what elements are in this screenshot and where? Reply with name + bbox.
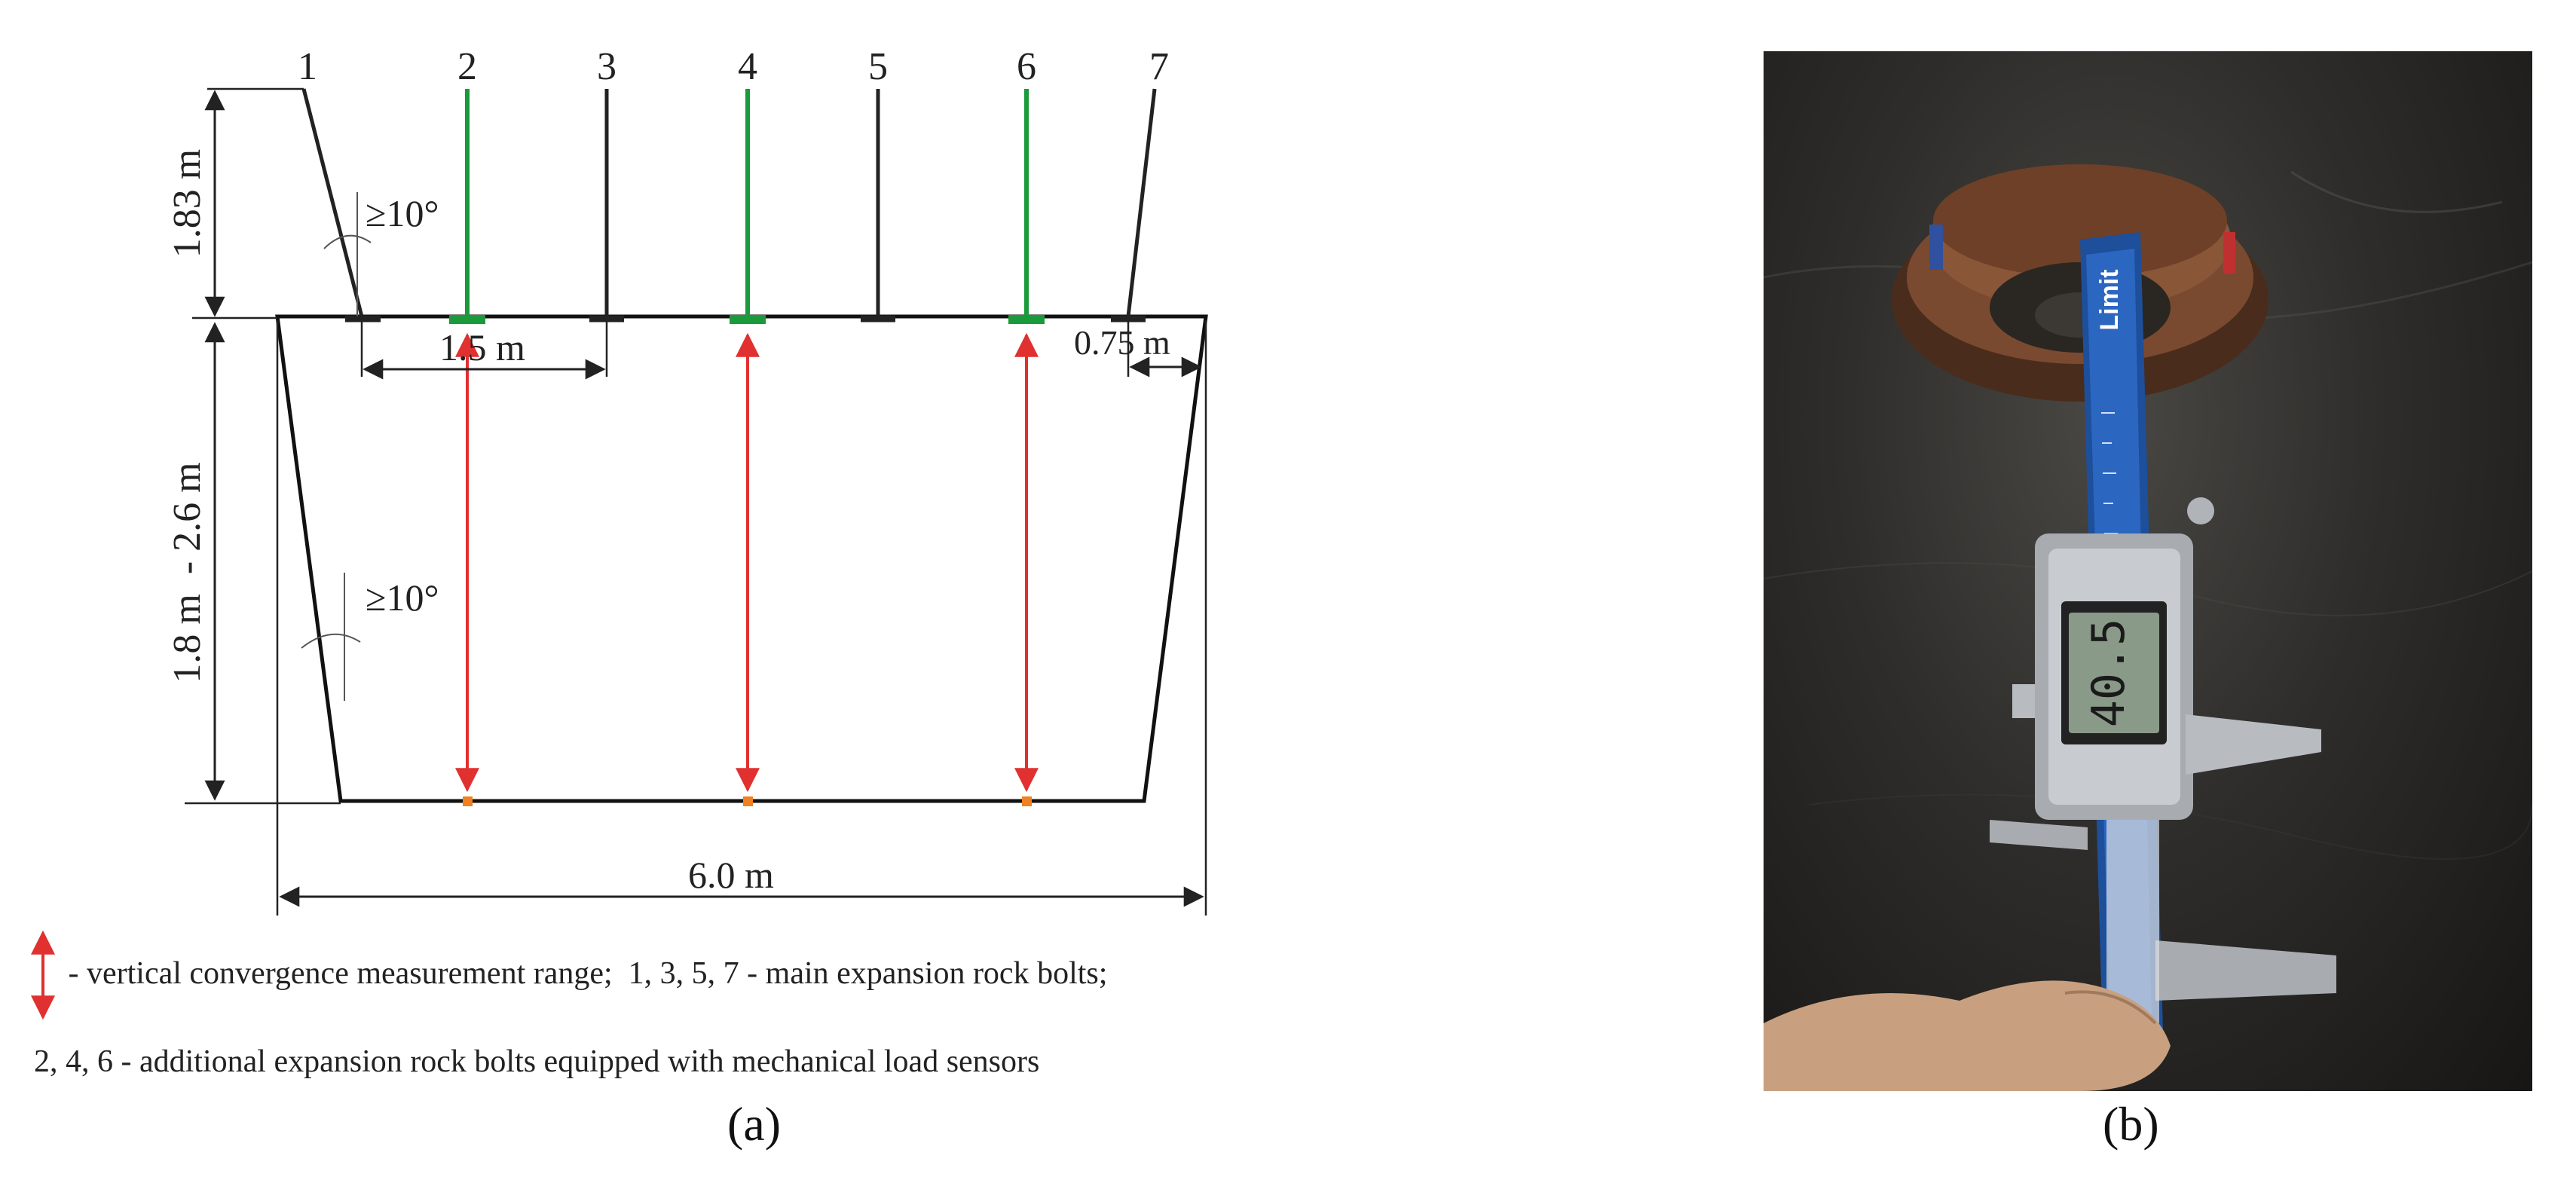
bolt-length-dimension: [192, 87, 304, 319]
legend-line-2: 2, 4, 6 - additional expansion rock bolt…: [34, 1044, 1040, 1079]
bolt-label-4: 4: [738, 45, 757, 88]
legend-line-1: - vertical convergence measurement range…: [60, 956, 1108, 991]
sensor-bolt-2: [449, 89, 485, 324]
bolt-length-label: 1.83 m: [166, 149, 209, 258]
bolt-spacing-label: 1.5 m: [439, 326, 525, 368]
bolt-label-1: 1: [298, 45, 317, 88]
main-bolt-3: [589, 89, 624, 323]
caliper: Limit 40.5: [1990, 232, 2336, 1038]
svg-text:40.5: 40.5: [2082, 619, 2135, 728]
excavation-outline: [275, 314, 1208, 803]
excavation-cross-section-diagram: 1 2 3 4 5 6 7 1.83 m ≥10° ≥10° 1.5 m: [31, 45, 1208, 1020]
convergence-arrow-6: [1014, 332, 1039, 806]
load-sensor-plate: [1892, 164, 2269, 402]
wall-angle-indicator: [301, 573, 361, 701]
bolt-label-6: 6: [1017, 45, 1036, 88]
width-dimension: [276, 320, 1207, 916]
bolt-label-5: 5: [868, 45, 888, 88]
width-label: 6.0 m: [688, 854, 774, 896]
caliper-photo: Limit 40.5: [1764, 51, 2532, 1091]
edge-distance-dimension: [1127, 320, 1202, 378]
convergence-arrow-4: [736, 332, 760, 806]
bolt-spacing-dimension: [360, 320, 608, 380]
bolt-label-3: 3: [597, 45, 616, 88]
height-label: 1.8 m - 2.6 m: [166, 462, 209, 683]
roof-angle-label: ≥10°: [366, 192, 439, 234]
wall-angle-label: ≥10°: [366, 576, 439, 619]
main-bolt-5: [861, 89, 895, 323]
bolt-label-2: 2: [457, 45, 477, 88]
hand: [1764, 980, 2171, 1091]
edge-distance-label: 0.75 m: [1074, 323, 1170, 362]
convergence-arrow-2: [455, 332, 479, 806]
svg-text:Limit: Limit: [2095, 269, 2124, 330]
caliper-brand-label: Limit: [2095, 269, 2124, 330]
bolt-label-7: 7: [1149, 45, 1169, 88]
height-dimension: [185, 322, 341, 805]
roof-angle-indicator: [323, 192, 372, 316]
sensor-bolt-6: [1008, 89, 1045, 324]
caption-b: (b): [2103, 1097, 2159, 1151]
main-bolt-1: [301, 88, 381, 323]
main-bolt-7: [1111, 88, 1157, 323]
caption-a: (a): [727, 1097, 782, 1151]
sensor-bolt-4: [730, 89, 766, 324]
caliper-display: 40.5: [2082, 619, 2135, 728]
